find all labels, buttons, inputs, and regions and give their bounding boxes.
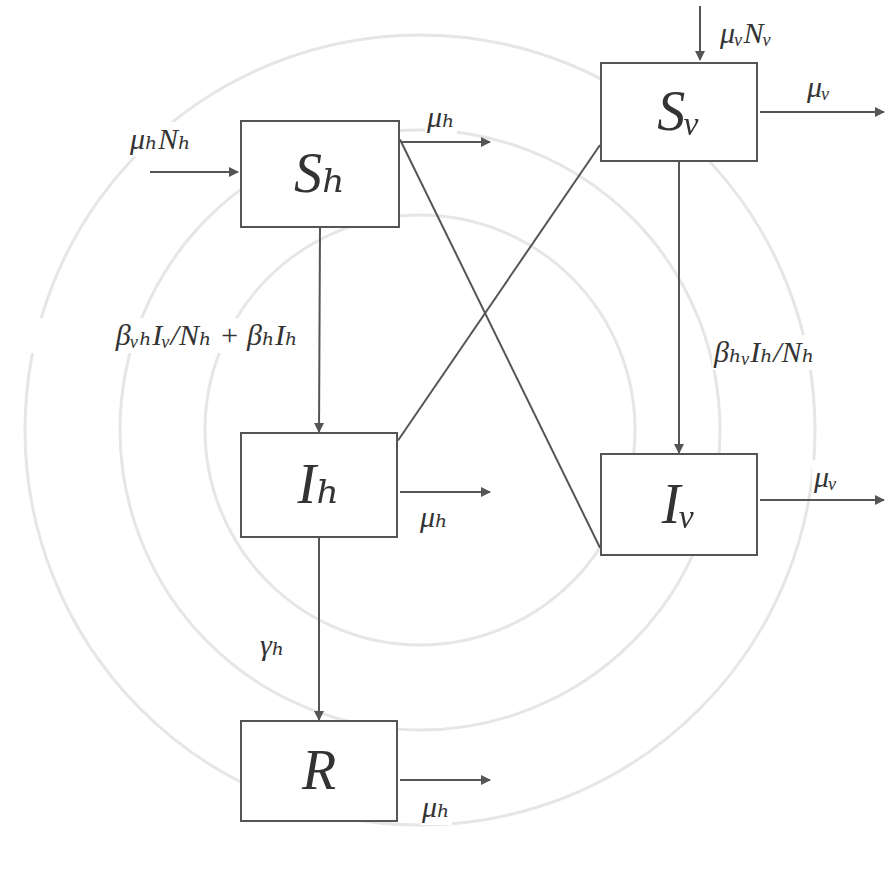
transmission-link (400, 139, 600, 547)
rate-label: μₕ (418, 500, 450, 535)
host-infected-box: Iₕ (240, 432, 398, 538)
birth-arrow (699, 6, 701, 60)
watermark-seal (25, 35, 815, 825)
death-arrow (402, 141, 490, 143)
rate-label: μᵥ (812, 460, 839, 495)
vector-infected-box: Iᵥ (600, 453, 758, 556)
compartment-symbol: Sₕ (294, 143, 346, 205)
flow-arrows (150, 6, 884, 780)
compartment-symbol: Iᵥ (662, 474, 696, 536)
death-arrow (760, 111, 884, 113)
rate-label: βₕᵥIₕ/Nₕ (712, 335, 817, 370)
transition-arrow (318, 538, 320, 720)
rate-label: μₕNₕ (128, 122, 193, 157)
rate-label: γₕ (258, 628, 287, 663)
transition-arrow (678, 162, 680, 453)
transition-arrow (319, 228, 320, 432)
compartment-symbol: Sᵥ (657, 81, 701, 143)
rate-label: μₕ (425, 100, 457, 135)
rate-label: μᵥNᵥ (718, 16, 774, 51)
host-susceptible-box: Sₕ (240, 120, 400, 228)
rate-label: μₕ (420, 790, 452, 825)
vector-susceptible-box: Sᵥ (600, 62, 758, 162)
transmission-link (398, 145, 600, 440)
host-recovered-box: R (240, 720, 398, 822)
rate-label: βᵥₕIᵥ/Nₕ + βₕIₕ (20, 318, 300, 353)
death-arrow (400, 491, 490, 493)
death-arrow (760, 499, 884, 501)
compartment-symbol: Iₕ (298, 454, 341, 516)
compartment-symbol: R (302, 740, 336, 802)
birth-arrow (150, 171, 238, 173)
death-arrow (400, 779, 490, 781)
rate-label: μᵥ (805, 70, 832, 105)
